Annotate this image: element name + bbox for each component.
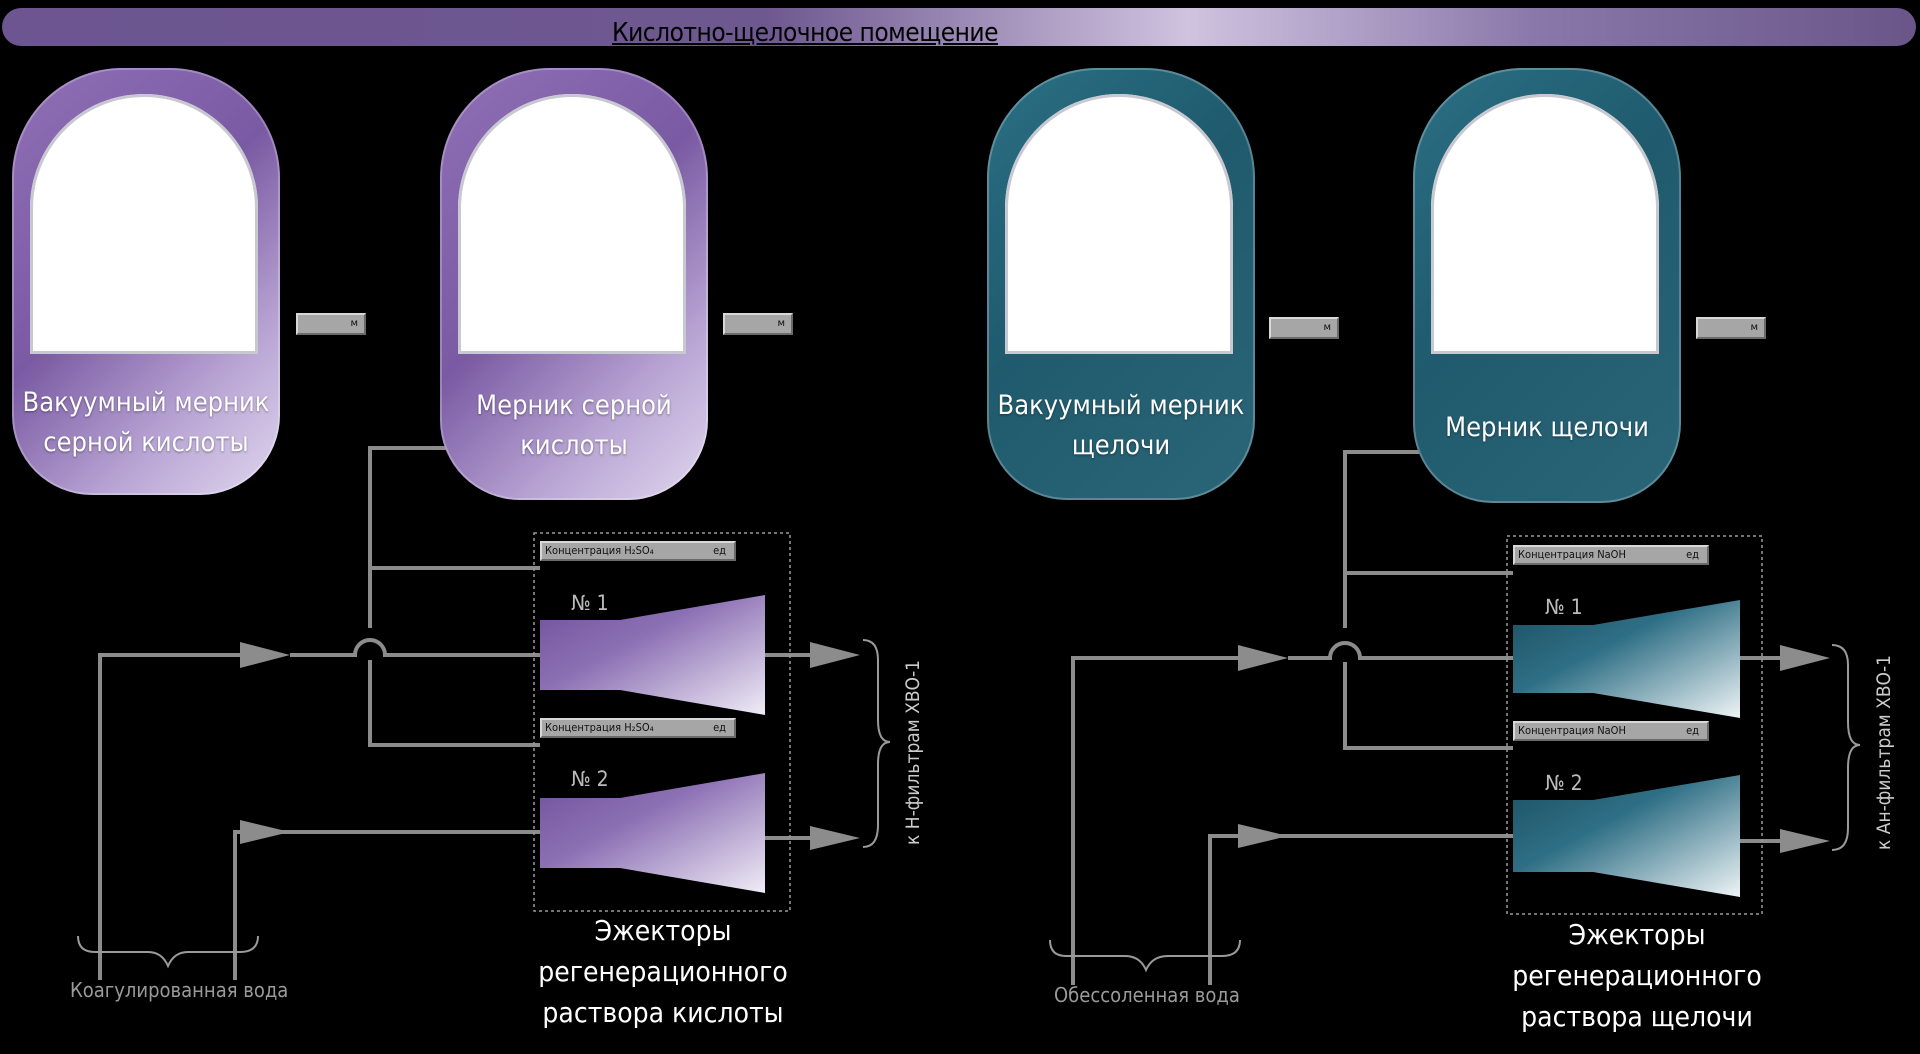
acid-outlet-brace	[862, 639, 891, 848]
alkali-outlet-brace	[1831, 644, 1861, 851]
alkali-arrows	[1238, 645, 1830, 853]
acid-ejector-2	[540, 773, 765, 893]
ejector-number: № 1	[1545, 595, 1583, 619]
arrow-icon	[1238, 645, 1288, 671]
acid-outlet-label: к Н-фильтрам ХВО-1	[902, 659, 924, 845]
acid-ejectors-caption: Эжекторы регенерационного раствора кисло…	[538, 914, 788, 1029]
acid-arrows	[240, 642, 860, 850]
tank-alkali[interactable]: Мерник щелочи	[1413, 68, 1681, 503]
ejector-number: № 2	[1545, 771, 1583, 795]
ejector-number: № 2	[571, 767, 609, 791]
tank-level-window	[1005, 94, 1233, 354]
arrow-icon	[810, 642, 860, 668]
arrow-icon	[1780, 645, 1830, 671]
arrow-icon	[240, 642, 290, 668]
tank-level-window	[458, 94, 686, 354]
arrow-icon	[1238, 824, 1288, 848]
acid-pipes	[98, 446, 820, 980]
alkali-ejectors-caption: Эжекторы регенерационного раствора щелоч…	[1512, 918, 1762, 1033]
level-readout: м	[1696, 317, 1766, 339]
acid-inlet-label: Коагулированная вода	[70, 978, 289, 1002]
alkali-ejector-frame	[1506, 535, 1763, 915]
alkali-outlet-label: к Ан-фильтрам ХВО-1	[1873, 654, 1895, 850]
tank-level-window	[30, 94, 258, 354]
page-title: Кислотно-щелочное помещение	[612, 18, 999, 48]
level-readout: м	[296, 313, 366, 335]
arrow-icon	[240, 820, 290, 844]
alkali-inlet-label: Обессоленная вода	[1054, 983, 1240, 1007]
alkali-pipes	[1071, 450, 1790, 985]
level-readout: м	[723, 313, 793, 335]
acid-ejector-frame	[533, 532, 791, 912]
arrow-icon	[1780, 829, 1830, 853]
tank-level-window	[1431, 94, 1659, 354]
acid-ejector-1	[540, 595, 765, 715]
title-bar: Кислотно-щелочное помещение	[2, 8, 1916, 48]
ejector-number: № 1	[571, 591, 609, 615]
tank-label: Мерник щелочи	[1445, 412, 1649, 443]
arrow-icon	[810, 826, 860, 850]
acid-inlet-brace	[77, 935, 259, 969]
alkali-inlet-brace	[1049, 939, 1241, 973]
alkali-ejector-1	[1513, 600, 1740, 718]
level-readout: м	[1269, 317, 1339, 339]
alkali-ejector-2	[1513, 775, 1740, 897]
